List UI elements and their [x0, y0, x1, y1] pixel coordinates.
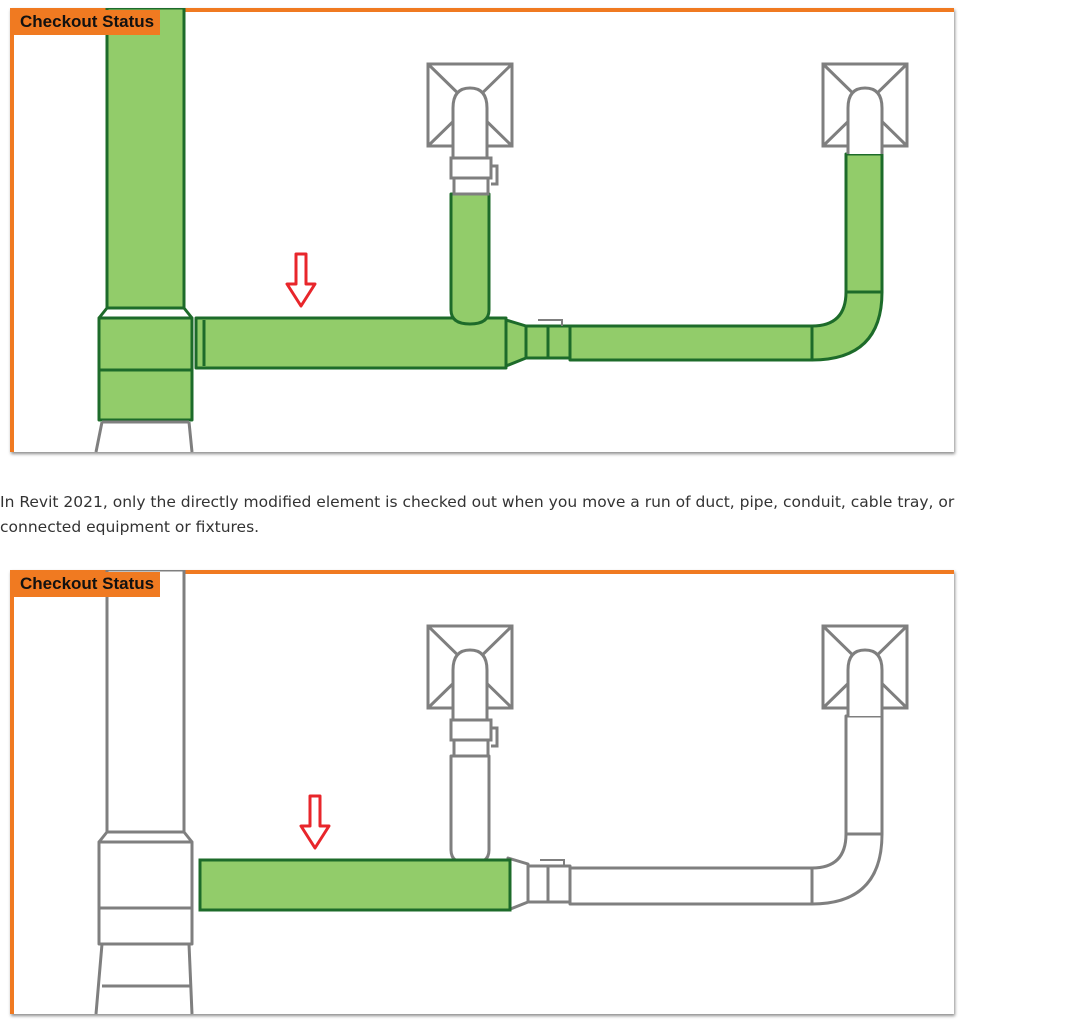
- vertical-main-pipe: [105, 8, 186, 310]
- checkout-panel-bottom: Checkout Status: [10, 570, 954, 1014]
- frame-top-border: [10, 8, 954, 12]
- caption-text: In Revit 2021, only the directly modifie…: [0, 493, 955, 536]
- branch-riser-pipe: [449, 754, 491, 866]
- pipe-run-diagram-bottom: [10, 570, 954, 1014]
- checkout-status-label: Checkout Status: [14, 10, 161, 35]
- frame-left-border: [10, 8, 14, 452]
- checkout-panel-top: Checkout Status: [10, 8, 954, 452]
- reducer-fitting: [504, 318, 528, 368]
- right-riser-pipe: [844, 714, 884, 836]
- fixture-left: [426, 62, 514, 196]
- vertical-main-pipe: [105, 570, 186, 834]
- elbow-fitting: [810, 290, 884, 362]
- elbow-fitting: [810, 832, 884, 906]
- right-horizontal-pipe: [568, 866, 814, 906]
- down-arrow-icon: [285, 252, 317, 308]
- frame-left-border: [10, 570, 14, 1014]
- frame-top-border: [10, 570, 954, 574]
- right-riser-pipe: [844, 152, 884, 294]
- right-horizontal-pipe: [568, 324, 814, 362]
- branch-riser-pipe: [449, 192, 491, 326]
- pipe-run-diagram-top: [10, 8, 954, 452]
- checked-out-pipe-segment: [198, 858, 512, 912]
- fixture-right: [821, 624, 909, 716]
- fixture-right: [821, 62, 909, 154]
- checkout-status-label: Checkout Status: [14, 572, 161, 597]
- down-arrow-icon: [299, 794, 331, 850]
- fixture-left: [426, 624, 514, 758]
- tee-fitting: [97, 840, 194, 946]
- horizontal-pipe-segment: [194, 316, 508, 370]
